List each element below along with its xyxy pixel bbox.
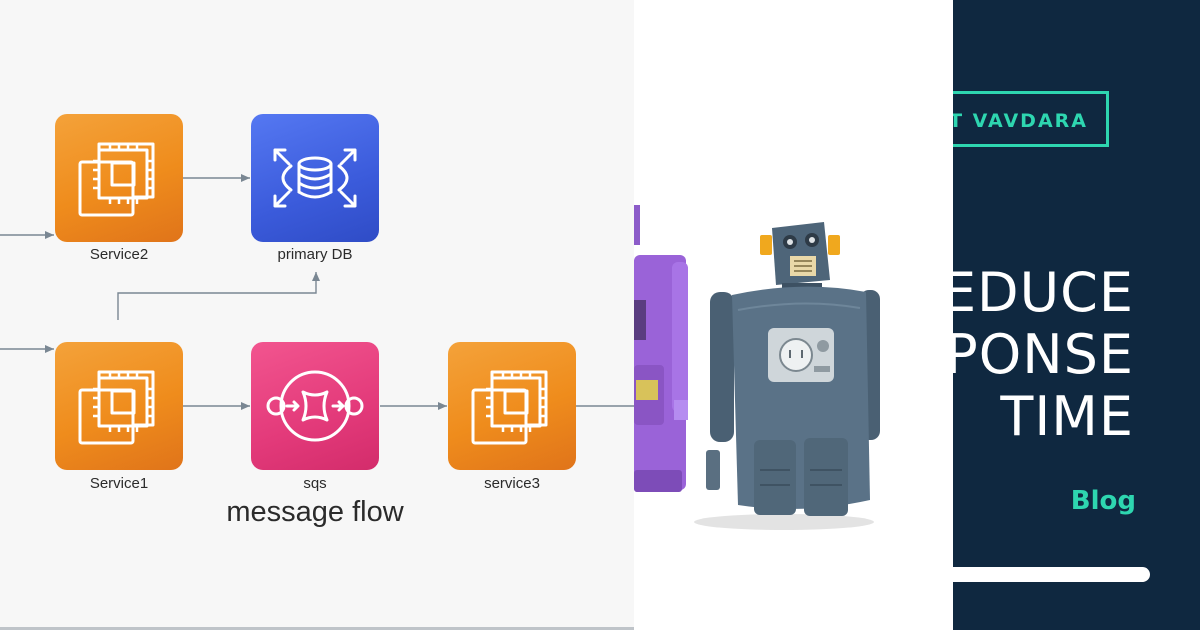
service2-node (55, 114, 183, 242)
architecture-diagram: Service2 primary DB (0, 114, 634, 630)
headline-line-2: PONSE (953, 323, 1134, 386)
service1-node (55, 342, 183, 470)
brand-panel: LIT VAVDARA EDUCE PONSE TIME Blog (953, 0, 1200, 630)
grey-robot-figure (706, 222, 880, 516)
author-name: LIT VAVDARA (953, 110, 1088, 132)
sqs-node (251, 342, 379, 470)
diagram-caption: message flow (226, 496, 404, 528)
ec2-instance-icon (78, 142, 155, 217)
headline-line-1: EDUCE (953, 261, 1134, 324)
decorative-bar (953, 567, 1150, 582)
sqs-label: sqs (303, 475, 327, 492)
arrow-service1-to-db (117, 272, 320, 320)
primary-db-label: primary DB (277, 246, 353, 263)
connector-layer (0, 174, 634, 410)
ec2-instance-icon (471, 370, 548, 445)
toy-robots-image (634, 205, 880, 530)
diagram-bottom-border (0, 627, 634, 630)
blog-tag: Blog (1070, 486, 1136, 516)
rds-database-icon (273, 148, 357, 208)
service3-label: service3 (484, 475, 540, 492)
robot-photo (634, 0, 953, 630)
purple-robot-figure (634, 205, 688, 492)
service3-node (448, 342, 576, 470)
ec2-instance-icon (78, 370, 155, 445)
service2-label: Service2 (89, 246, 149, 263)
headline-line-3: TIME (1000, 385, 1134, 448)
primary-db-node (251, 114, 379, 242)
sqs-queue-icon (266, 370, 364, 442)
service1-label: Service1 (89, 475, 149, 492)
author-badge: LIT VAVDARA (953, 91, 1109, 147)
